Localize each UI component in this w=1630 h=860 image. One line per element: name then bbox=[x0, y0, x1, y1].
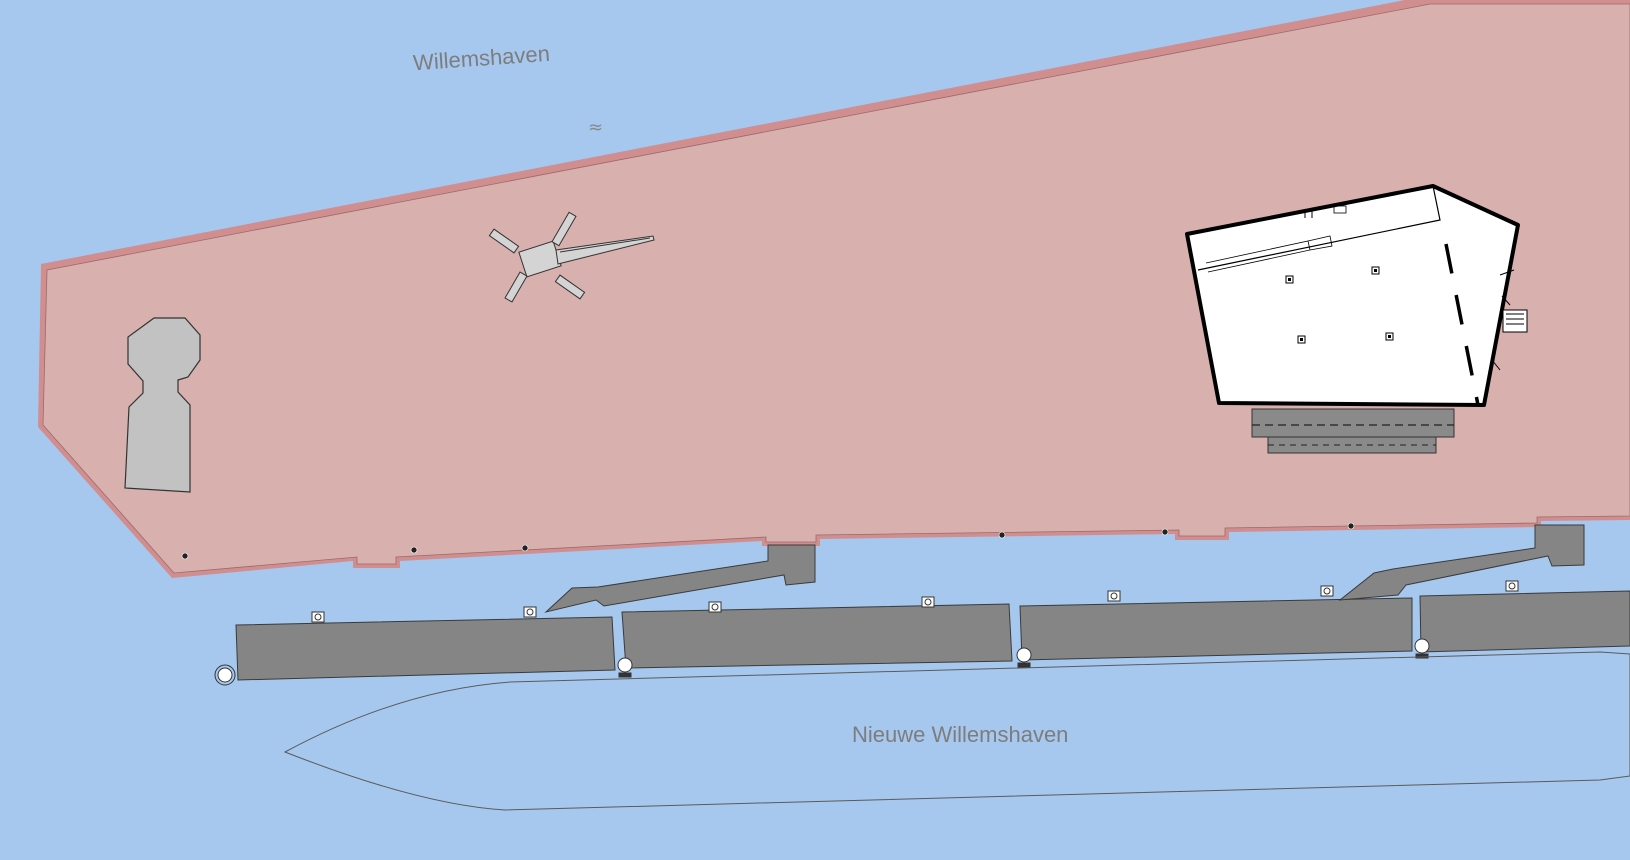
bollard bbox=[1161, 528, 1169, 536]
water-label-nieuwe-willemshaven: Nieuwe Willemshaven bbox=[852, 722, 1068, 747]
bollard bbox=[521, 544, 529, 552]
gangway-1 bbox=[544, 544, 816, 613]
quay-area[interactable] bbox=[38, 0, 1630, 578]
pontoon-1 bbox=[235, 616, 616, 681]
pontoon-row[interactable] bbox=[235, 524, 1630, 681]
bollard-markers bbox=[181, 522, 1355, 560]
bollard bbox=[181, 552, 189, 560]
column-markers bbox=[1285, 266, 1394, 344]
building-platform bbox=[1251, 408, 1455, 454]
pontoon-3 bbox=[1019, 597, 1413, 661]
building-hall[interactable] bbox=[1185, 184, 1528, 454]
pontoon-2 bbox=[621, 603, 1013, 669]
bollard bbox=[410, 546, 418, 554]
quay-surface bbox=[42, 3, 1630, 574]
ship-outline bbox=[283, 651, 1630, 811]
gangway-2 bbox=[1338, 524, 1585, 601]
water-icon: ≈ bbox=[588, 117, 603, 138]
mooring-posts bbox=[214, 580, 1519, 686]
pontoon-4 bbox=[1419, 590, 1630, 653]
tower-structure[interactable] bbox=[124, 317, 201, 493]
bollard bbox=[998, 531, 1006, 539]
building-outline bbox=[1185, 184, 1520, 407]
crane-icon[interactable] bbox=[488, 211, 655, 303]
tower-outline bbox=[124, 317, 201, 493]
bollard bbox=[1347, 522, 1355, 530]
side-entrance bbox=[1491, 269, 1528, 371]
